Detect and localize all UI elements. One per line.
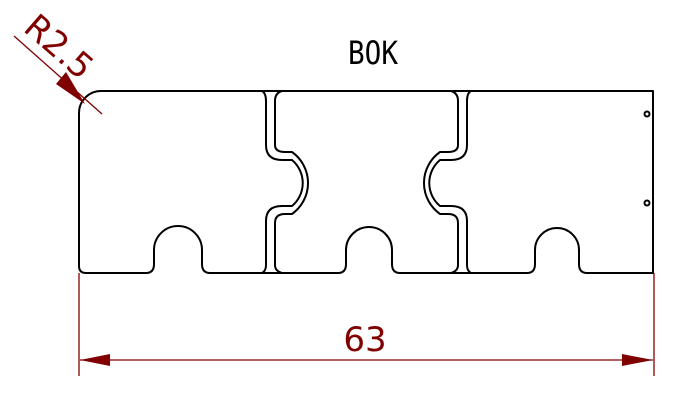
puzzle-joint-right-outer (423, 90, 459, 274)
dimension-arrow-right-icon (622, 354, 653, 366)
dimension-arrow-left-icon (80, 354, 110, 366)
puzzle-joint-left-outer (261, 90, 304, 274)
radius-leader-line (13, 35, 103, 115)
view-title: BOK (348, 34, 399, 72)
puzzle-joint-left-inner (274, 90, 309, 274)
radius-arrow-icon (56, 72, 85, 104)
mounting-hole-top (643, 110, 651, 118)
mounting-hole-bottom (643, 199, 651, 207)
width-dimension-label: 63 (343, 320, 386, 360)
part-outline (78, 90, 654, 274)
puzzle-joint-right-inner (428, 90, 472, 274)
